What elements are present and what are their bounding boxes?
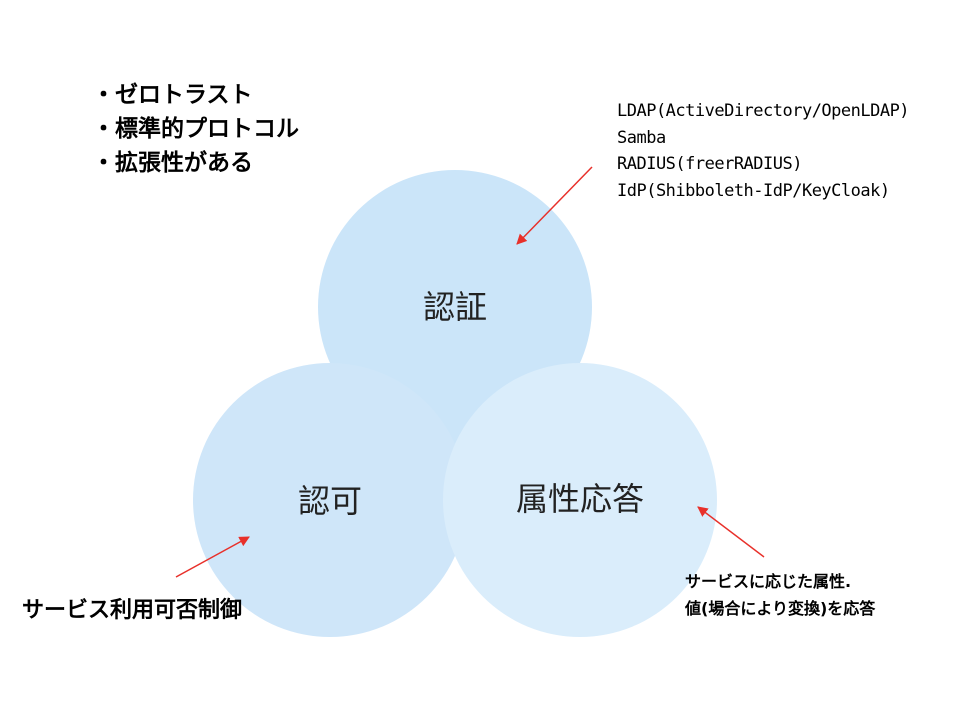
authorization-caption: サービス利用可否制御 [22, 598, 243, 623]
attribute-response-arrow [697, 506, 765, 558]
attribute-response-label: 属性応答 [516, 480, 644, 518]
protocol-item: RADIUS(freerRADIUS) [617, 154, 802, 174]
authorization-label: 認可 [298, 482, 362, 520]
authorization-circle [193, 363, 467, 637]
attribute-response-caption: サービスに応じた属性. 値(場合により変換)を応答 [685, 568, 875, 622]
protocol-item: IdP(Shibboleth-IdP/KeyCloak) [617, 180, 890, 201]
caption-line: サービスに応じた属性. [685, 572, 852, 591]
protocol-item: LDAP(ActiveDirectory/OpenLDAP) [617, 101, 910, 121]
authorization-arrow [175, 536, 250, 578]
bullet-item: ・拡張性がある [92, 150, 253, 176]
attribute-response-circle [443, 363, 717, 637]
protocol-item: Samba [617, 127, 666, 148]
caption-line: 値(場合により変換)を応答 [685, 599, 876, 618]
bullet-item: ・標準的プロトコル [92, 116, 299, 142]
bullet-item: ・ゼロトラスト [92, 82, 253, 108]
authentication-arrow [516, 166, 593, 245]
feature-bullet-list: ・ゼロトラスト ・標準的プロトコル ・拡張性がある [92, 78, 299, 180]
protocol-list: LDAP(ActiveDirectory/OpenLDAP) Samba RAD… [617, 98, 910, 204]
authentication-label: 認証 [423, 288, 487, 326]
